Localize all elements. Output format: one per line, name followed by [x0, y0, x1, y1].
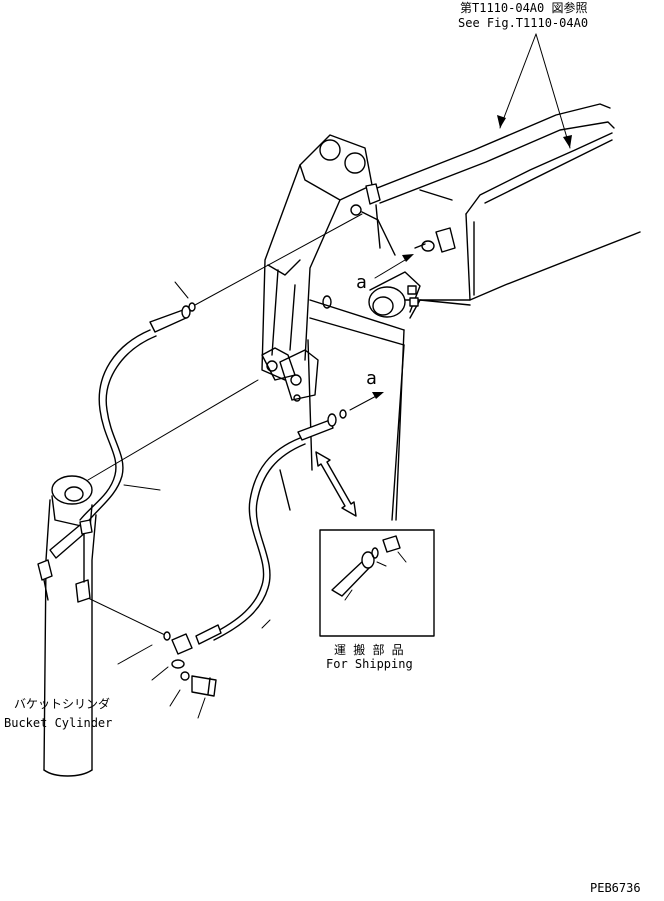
grease-hose-upper	[49, 302, 196, 559]
arm-body	[279, 103, 641, 521]
shipping-box: 運 搬 部 品 For Shipping	[319, 529, 435, 671]
loose-bolt	[191, 675, 217, 697]
view-marker-upper: a	[356, 254, 414, 293]
view-label-lower: a	[366, 368, 377, 389]
shipping-label-en: For Shipping	[326, 657, 413, 671]
grease-hose-lower	[163, 409, 347, 681]
view-marker-lower: a	[349, 368, 384, 411]
drawing-code: PEB6736	[590, 881, 641, 895]
link-plates	[261, 134, 373, 402]
reference-leaders	[497, 33, 572, 149]
upper-clamp	[350, 183, 456, 256]
shipping-label-jp: 運 搬 部 品	[334, 642, 404, 657]
reference-en: See Fig.T1110-04A0	[458, 16, 588, 30]
view-label-upper: a	[356, 272, 367, 293]
bucket-cylinder-label-en: Bucket Cylinder	[4, 716, 112, 730]
arm-boss	[368, 271, 421, 318]
double-arrow	[315, 451, 357, 517]
bucket-cylinder	[37, 475, 97, 777]
bucket-cylinder-label-jp: バケットシリンダ	[14, 696, 110, 711]
reference-jp: 第T1110-04A0 図参照	[460, 0, 587, 15]
